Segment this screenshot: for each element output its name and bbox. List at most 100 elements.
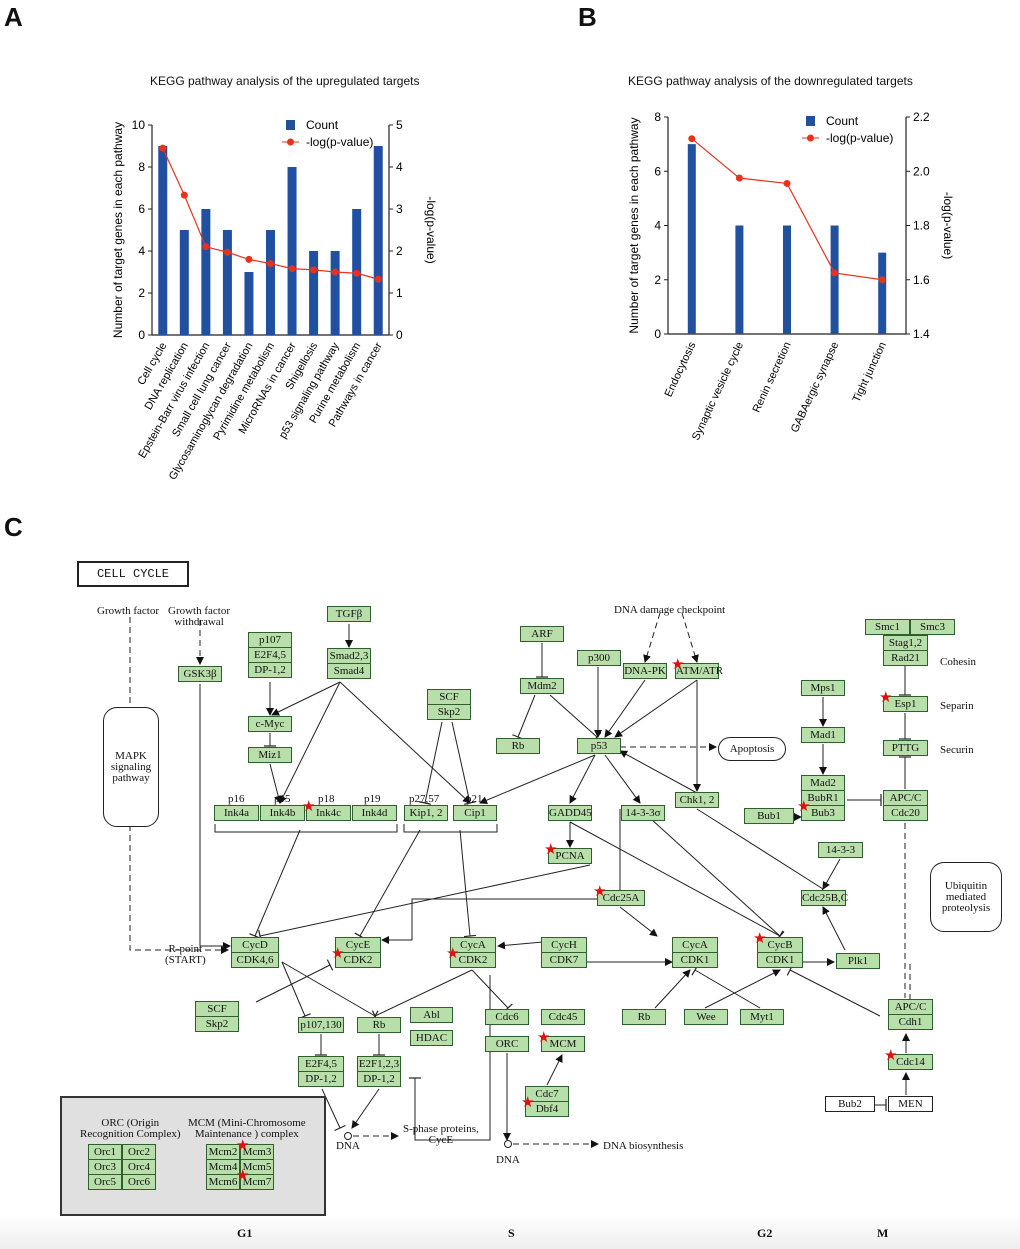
gene-box: APC/C bbox=[888, 999, 933, 1015]
gene-box: Smad2,3 bbox=[327, 648, 371, 664]
y2-axis-label: -log(p-value) bbox=[941, 192, 955, 259]
inhibition-bar bbox=[326, 959, 334, 971]
gene-box: Miz1 bbox=[248, 747, 292, 763]
inhibition-edge bbox=[281, 961, 306, 1017]
gene-box: CycA bbox=[672, 937, 718, 953]
y2-tick-label: 1.8 bbox=[913, 219, 930, 233]
activation-edge bbox=[339, 681, 471, 804]
gene-box: Cdc25A★ bbox=[593, 885, 645, 906]
panel-label-c: C bbox=[4, 512, 23, 542]
gene-box: Chk1, 2 bbox=[675, 792, 719, 808]
y-tick-label: 8 bbox=[138, 160, 145, 174]
point-neglogp bbox=[267, 260, 274, 268]
gene-box: MEN bbox=[888, 1096, 933, 1112]
gene-box: Esp1★ bbox=[879, 691, 928, 712]
gene-box: TGFβ bbox=[327, 606, 371, 622]
gene-node-pcna: PCNA★ bbox=[544, 843, 592, 864]
label-gf: Growth factor bbox=[97, 605, 160, 617]
gene-box: Rb bbox=[496, 738, 540, 754]
inhibition-edge bbox=[694, 969, 761, 1009]
inhibition-edge bbox=[281, 961, 376, 1017]
star-marker-icon: ★ bbox=[236, 1168, 250, 1184]
gene-node-mps1: Mps1 bbox=[801, 680, 845, 696]
gene-node-cdc25bc: Cdc25B,C bbox=[801, 890, 848, 906]
gene-node-arf: ARF bbox=[520, 626, 564, 642]
gene-box: SCF bbox=[427, 689, 471, 705]
y-tick-label: 0 bbox=[654, 327, 661, 341]
pathway-oval-ubiq: Ubiquitin mediated proteolysis bbox=[930, 862, 1002, 932]
gene-box: Cdc14★ bbox=[884, 1049, 933, 1070]
gene-node-p107130: p107,130 bbox=[298, 1017, 344, 1033]
gene-box: MCM★ bbox=[537, 1031, 585, 1052]
inhibition-edge bbox=[414, 975, 491, 1141]
bar-count bbox=[309, 251, 319, 335]
phase-label: G1 bbox=[237, 1226, 253, 1240]
point-neglogp bbox=[223, 248, 231, 256]
gene-node-gsk3b: GSK3β bbox=[178, 666, 222, 682]
y2-tick-label: 2.0 bbox=[913, 164, 930, 178]
gene-box: Orc4 bbox=[122, 1159, 156, 1175]
legend-line-marker bbox=[807, 134, 814, 142]
label-dnabio: DNA biosynthesis bbox=[603, 1140, 684, 1152]
gene-box: c-Myc bbox=[248, 716, 292, 732]
point-neglogp bbox=[688, 135, 696, 143]
gene-box: Wee bbox=[684, 1009, 728, 1025]
bar-count bbox=[201, 209, 211, 335]
point-neglogp bbox=[310, 266, 318, 274]
label-p16: p16 bbox=[228, 793, 245, 805]
gene-box: PTTG bbox=[883, 740, 928, 756]
gene-box: Rad21 bbox=[883, 650, 928, 666]
gene-node-ink4c: Ink4c★ bbox=[302, 800, 351, 821]
gene-box: Mps1 bbox=[801, 680, 845, 696]
inhibition-edge bbox=[517, 694, 536, 738]
gene-node-miz1: Miz1 bbox=[248, 747, 292, 763]
gene-node-s1433: 14-3-3 bbox=[818, 842, 863, 858]
label-p19: p19 bbox=[364, 793, 381, 805]
gene-box: Skp2 bbox=[195, 1016, 239, 1032]
panel-label-a: A bbox=[4, 2, 23, 32]
gene-node-p53: p53 bbox=[577, 738, 621, 754]
bar-count bbox=[330, 251, 340, 335]
y2-tick-label: 4 bbox=[396, 160, 403, 174]
activation-edge bbox=[681, 612, 699, 663]
star-marker-icon: ★ bbox=[446, 946, 460, 962]
y2-axis-label: -log(p-value) bbox=[424, 196, 438, 263]
bar-count bbox=[287, 167, 297, 335]
inhibition-edge bbox=[451, 721, 471, 804]
gene-box: Mcm2 bbox=[206, 1144, 240, 1160]
gene-box: ATM/ATR★ bbox=[671, 657, 724, 679]
gene-box: Orc3 bbox=[88, 1159, 122, 1175]
gene-box: CDK2★ bbox=[331, 947, 381, 968]
y2-tick-label: 0 bbox=[396, 328, 403, 342]
inhibition-bar bbox=[419, 801, 431, 805]
label-gfw: Growth factor withdrawal bbox=[168, 605, 231, 628]
chart-a-title: KEGG pathway analysis of the upregulated… bbox=[150, 74, 420, 88]
gene-box: E2F4,5 bbox=[298, 1056, 344, 1072]
gene-node-ink4b: Ink4b bbox=[260, 805, 305, 821]
gene-node-cdc6: Cdc6 bbox=[485, 1009, 529, 1025]
gene-box: GADD45 bbox=[548, 805, 592, 821]
y-tick-label: 4 bbox=[654, 219, 661, 233]
pathway-oval-mapk: MAPK signaling pathway bbox=[103, 707, 159, 827]
point-neglogp bbox=[878, 276, 886, 284]
gene-node-s1433s: 14-3-3σ bbox=[621, 805, 665, 821]
gene-box: Mcm7★ bbox=[236, 1169, 274, 1190]
phase-label: M bbox=[877, 1226, 889, 1240]
gene-node-orc: ORC bbox=[485, 1036, 529, 1052]
gene-box: Bub1 bbox=[744, 808, 794, 824]
gene-box: Stag1,2 bbox=[883, 635, 928, 651]
gene-box: Orc6 bbox=[122, 1174, 156, 1190]
gene-node-smc3: Smc3 bbox=[910, 619, 955, 635]
gene-box: Orc5 bbox=[88, 1174, 122, 1190]
gene-node-cip: Cip1 bbox=[453, 805, 497, 821]
y-axis-label: Number of target genes in each pathway bbox=[111, 122, 125, 338]
gene-box: DP-1,2 bbox=[248, 662, 292, 678]
